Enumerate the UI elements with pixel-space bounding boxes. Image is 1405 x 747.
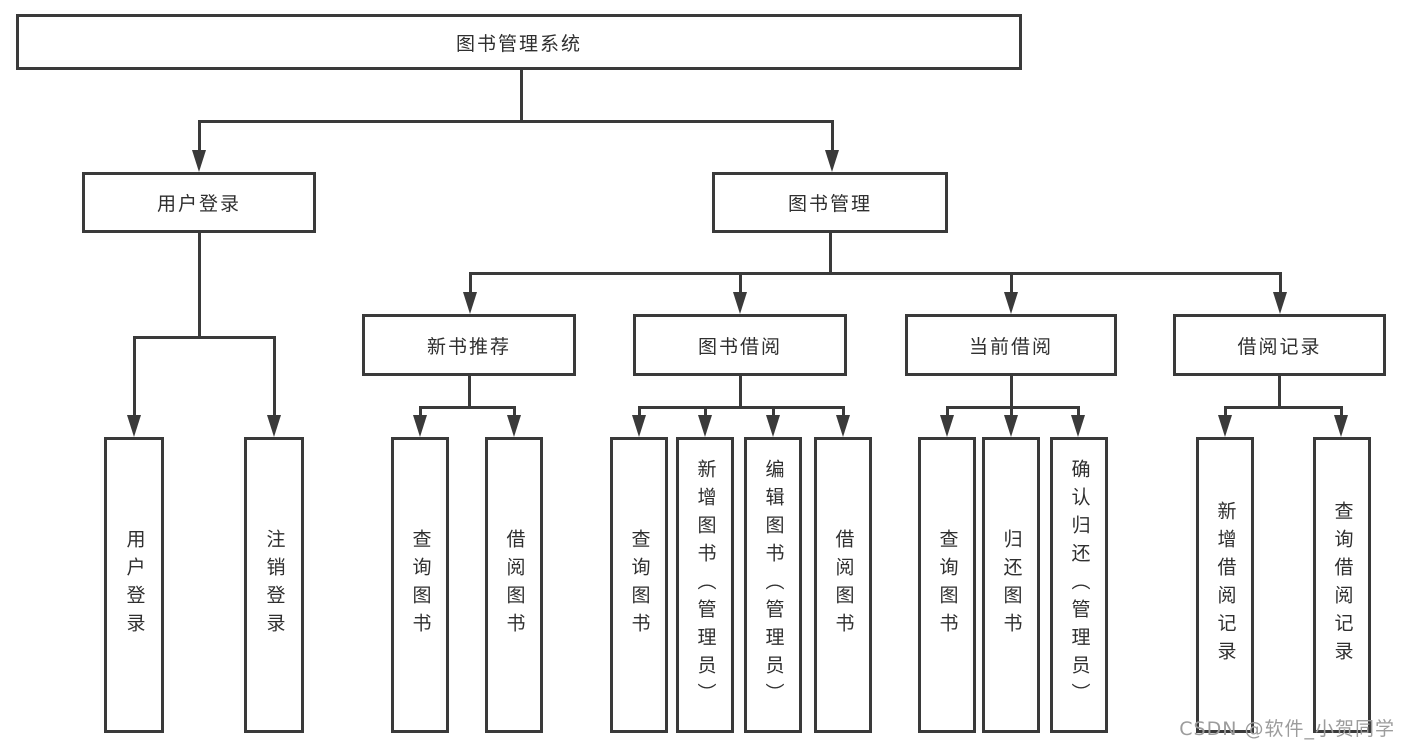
node-new-book-recommend-label: 新书推荐	[426, 335, 511, 358]
leaf-return-books-label: 归还图书	[1000, 529, 1023, 641]
leaf-query-books-2-label: 查询图书	[628, 529, 651, 641]
edge-book-management-bar	[469, 272, 1281, 275]
leaf-add-borrow-record: 新增借阅记录	[1196, 437, 1254, 733]
edge-to-leaf-add-books	[704, 406, 707, 417]
arrow-to-borrow-record-icon	[1273, 292, 1287, 314]
leaf-logout-login-label: 注销登录	[263, 529, 286, 641]
arrow-to-leaf-edit-books-icon	[766, 415, 780, 437]
leaf-confirm-return-admin-label: 确认归还（管理员）	[1068, 459, 1091, 711]
leaf-confirm-return-admin: 确认归还（管理员）	[1050, 437, 1108, 733]
node-new-book-recommend: 新书推荐	[362, 314, 576, 376]
edge-borrow-record-stub	[1278, 376, 1281, 406]
edge-to-new-book-recommend	[469, 272, 472, 292]
edge-root-bar	[198, 120, 833, 123]
arrow-to-leaf-query-books-2-icon	[632, 415, 646, 437]
node-borrow-record: 借阅记录	[1173, 314, 1386, 376]
leaf-return-books: 归还图书	[982, 437, 1040, 733]
arrow-to-new-book-recommend-icon	[463, 292, 477, 314]
arrow-to-leaf-add-record-icon	[1218, 415, 1232, 437]
leaf-query-books-3: 查询图书	[918, 437, 976, 733]
edge-user-login-stub	[198, 233, 201, 336]
edge-to-leaf-logout	[273, 336, 276, 415]
edge-to-leaf-confirm-return	[1077, 406, 1080, 417]
leaf-user-login: 用户登录	[104, 437, 164, 733]
edge-root-trunk	[520, 70, 523, 120]
arrow-to-leaf-borrow-books-icon	[507, 415, 521, 437]
edge-to-user-login	[198, 120, 201, 150]
leaf-edit-books-admin: 编辑图书（管理员）	[744, 437, 802, 733]
leaf-query-books: 查询图书	[391, 437, 449, 733]
edge-new-book-recommend-stub	[468, 376, 471, 406]
arrow-to-book-management-icon	[825, 150, 839, 172]
leaf-borrow-books-label: 借阅图书	[503, 529, 526, 641]
edge-current-borrow-bar	[946, 406, 1080, 409]
arrow-to-book-borrow-icon	[733, 292, 747, 314]
node-user-login: 用户登录	[82, 172, 316, 233]
leaf-edit-books-admin-label: 编辑图书（管理员）	[762, 459, 785, 711]
edge-to-book-borrow	[739, 272, 742, 292]
node-book-management-label: 图书管理	[787, 193, 872, 215]
node-current-borrow-label: 当前借阅	[968, 335, 1053, 358]
edge-to-leaf-query-books-2	[638, 406, 641, 417]
leaf-query-borrow-record-label: 查询借阅记录	[1331, 501, 1354, 669]
edge-to-leaf-edit-books	[772, 406, 775, 417]
node-book-borrow: 图书借阅	[633, 314, 847, 376]
arrow-to-leaf-query-books-icon	[413, 415, 427, 437]
edge-to-book-management	[831, 120, 834, 150]
leaf-add-borrow-record-label: 新增借阅记录	[1214, 501, 1237, 669]
edge-book-borrow-stub	[739, 376, 742, 406]
leaf-logout-login: 注销登录	[244, 437, 304, 733]
leaf-add-books-admin-label: 新增图书（管理员）	[694, 459, 717, 711]
arrow-to-leaf-add-books-icon	[698, 415, 712, 437]
edge-book-borrow-bar	[638, 406, 845, 409]
arrow-to-leaf-logout-icon	[267, 415, 281, 437]
arrow-to-leaf-query-books-3-icon	[940, 415, 954, 437]
node-user-login-label: 用户登录	[156, 193, 241, 215]
arrow-to-leaf-return-books-icon	[1004, 415, 1018, 437]
arrow-to-user-login-icon	[192, 150, 206, 172]
leaf-query-borrow-record: 查询借阅记录	[1313, 437, 1371, 733]
node-borrow-record-label: 借阅记录	[1237, 335, 1322, 358]
leaf-query-books-3-label: 查询图书	[936, 529, 959, 641]
arrow-to-current-borrow-icon	[1004, 292, 1018, 314]
edge-to-leaf-add-record	[1224, 406, 1227, 417]
watermark: CSDN @软件_小贺同学	[1179, 718, 1395, 740]
node-root: 图书管理系统	[16, 14, 1022, 70]
edge-to-leaf-query-books	[419, 406, 422, 417]
node-book-management: 图书管理	[712, 172, 948, 233]
leaf-query-books-label: 查询图书	[409, 529, 432, 641]
edge-to-leaf-query-record	[1340, 406, 1343, 417]
node-book-borrow-label: 图书借阅	[697, 335, 782, 358]
arrow-to-leaf-user-login-icon	[127, 415, 141, 437]
leaf-borrow-books-2: 借阅图书	[814, 437, 872, 733]
edge-to-leaf-user-login	[133, 336, 136, 415]
edge-to-leaf-borrow-books	[513, 406, 516, 417]
edge-to-leaf-borrow-books-2	[842, 406, 845, 417]
edge-current-borrow-stub	[1010, 376, 1013, 406]
edge-to-current-borrow	[1010, 272, 1013, 292]
leaf-query-books-2: 查询图书	[610, 437, 668, 733]
node-root-label: 图书管理系统	[455, 32, 582, 55]
edge-to-leaf-query-books-3	[946, 406, 949, 417]
edge-book-management-stub	[829, 233, 832, 272]
edge-new-book-recommend-bar	[419, 406, 516, 409]
leaf-user-login-label: 用户登录	[123, 529, 146, 641]
arrow-to-leaf-query-record-icon	[1334, 415, 1348, 437]
node-current-borrow: 当前借阅	[905, 314, 1117, 376]
edge-to-borrow-record	[1279, 272, 1282, 292]
leaf-borrow-books: 借阅图书	[485, 437, 543, 733]
edge-user-login-bar	[133, 336, 275, 339]
edge-borrow-record-bar	[1224, 406, 1343, 409]
arrow-to-leaf-confirm-return-icon	[1071, 415, 1085, 437]
leaf-borrow-books-2-label: 借阅图书	[832, 529, 855, 641]
leaf-add-books-admin: 新增图书（管理员）	[676, 437, 734, 733]
arrow-to-leaf-borrow-books-2-icon	[836, 415, 850, 437]
edge-to-leaf-return-books	[1010, 406, 1013, 417]
